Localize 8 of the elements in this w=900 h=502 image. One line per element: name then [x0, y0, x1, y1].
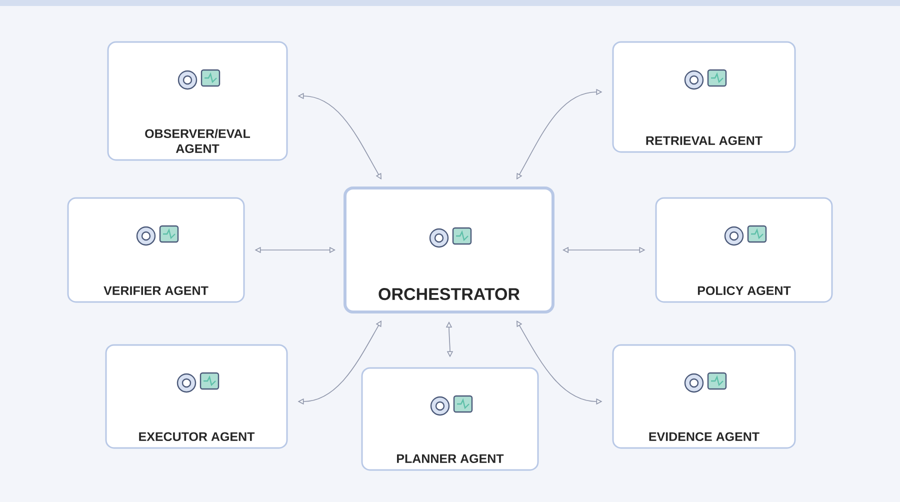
agent-box: EXECUTOR AGENT	[105, 344, 288, 449]
orchestrator-box: ORCHESTRATOR	[344, 186, 554, 314]
agent-box: VERIFIER AGENT	[67, 197, 245, 303]
agent-box: OBSERVER/EVAL AGENT	[107, 41, 288, 161]
agent-box: POLICY AGENT	[655, 197, 833, 303]
agent-box: RETRIEVAL AGENT	[612, 41, 796, 153]
agent-box: PLANNER AGENT	[361, 367, 539, 471]
agent-box: EVIDENCE AGENT	[612, 344, 796, 449]
